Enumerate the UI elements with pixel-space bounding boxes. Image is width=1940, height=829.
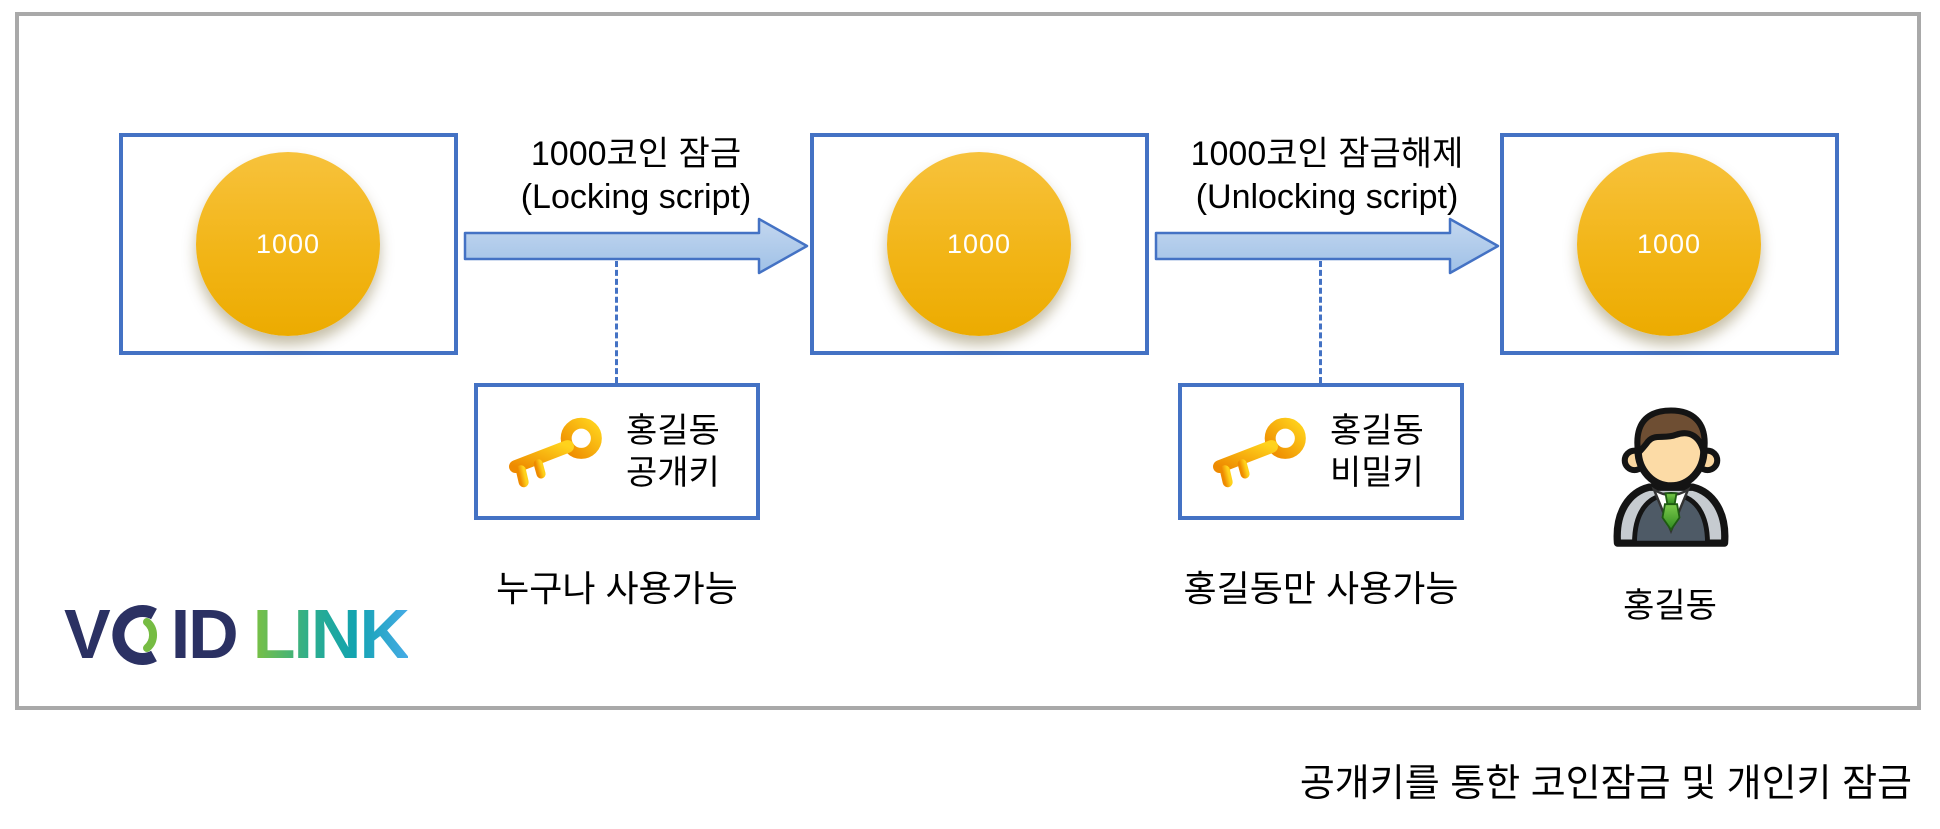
locking-arrow-label-line1: 1000코인 잠금	[530, 135, 742, 173]
diagram-caption: 공개키를 통한 코인잠금 및 개인키 잠금	[1299, 763, 1912, 805]
usage-label-public: 누구나 사용가능	[496, 568, 738, 609]
coin-value: 1000	[255, 228, 321, 259]
unlocking-arrow-label: 1000코인 잠금해제 (Unlocking script)	[1153, 133, 1501, 219]
locking-arrow-label: 1000코인 잠금 (Locking script)	[462, 133, 810, 219]
coin-box-locked: 1000	[810, 133, 1149, 355]
locking-arrow-icon	[463, 217, 809, 275]
coin-icon: 1000	[887, 152, 1071, 336]
key-owner-label: 홍길동	[1330, 411, 1424, 450]
key-owner-label: 홍길동	[626, 411, 720, 450]
unlocking-arrow-icon	[1154, 217, 1500, 275]
usage-label-private: 홍길동만 사용가능	[1183, 568, 1459, 609]
coin-icon: 1000	[196, 152, 380, 336]
coin-value: 1000	[946, 228, 1012, 259]
locking-arrow-label-line2: (Locking script)	[520, 178, 752, 216]
logo-id-text: ID	[170, 595, 239, 673]
unlocking-arrow-label-line1: 1000코인 잠금해제	[1190, 135, 1464, 173]
coin-box-unlocked: 1000	[1500, 133, 1839, 355]
person-icon	[1613, 407, 1729, 547]
void-logo-o-icon	[112, 605, 157, 665]
key-type-label: 비밀키	[1330, 453, 1424, 492]
diagram-frame	[15, 12, 1921, 710]
key-icon	[509, 417, 602, 487]
brand-logo: V ID LINK	[64, 595, 410, 673]
key-icon	[1213, 417, 1306, 487]
coin-box-start: 1000	[119, 133, 458, 355]
person-name-label: 홍길동	[1623, 587, 1717, 625]
key-type-label: 공개키	[626, 453, 720, 492]
coin-icon: 1000	[1577, 152, 1761, 336]
logo-v-text: V	[64, 595, 111, 673]
connector-dashed-line-private-key	[1319, 261, 1322, 383]
connector-dashed-line-public-key	[615, 261, 618, 383]
unlocking-arrow-label-line2: (Unlocking script)	[1195, 178, 1459, 216]
private-key-box: 홍길동 비밀키	[1178, 383, 1464, 520]
coin-value: 1000	[1636, 228, 1702, 259]
public-key-box: 홍길동 공개키	[474, 383, 760, 520]
logo-link-text: LINK	[252, 595, 410, 673]
